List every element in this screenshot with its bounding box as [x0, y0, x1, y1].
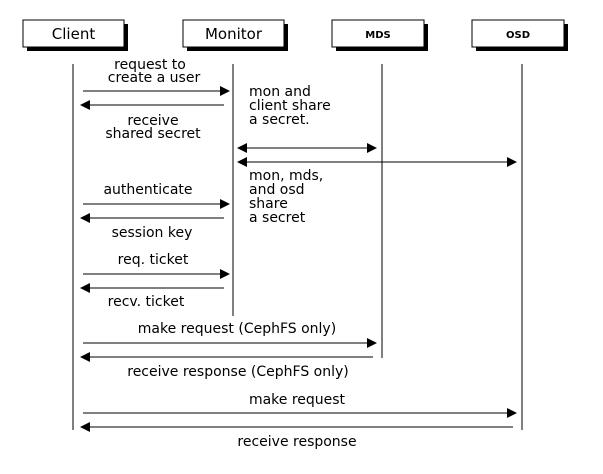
actor-client-label: Client: [52, 25, 96, 43]
msg-monitor-osd-arrowhead-right: [507, 157, 517, 167]
msg-receive-shared-secret-line1: receive: [127, 113, 178, 129]
actor-osd: OSD: [471, 19, 568, 51]
msg-make-request-label: make request: [249, 392, 346, 408]
note-mon-mds-osd-share-line2: and osd: [249, 182, 305, 198]
msg-receive-response-cephfs-label: receive response (CephFS only): [127, 364, 348, 380]
msg-req-ticket-label: req. ticket: [118, 252, 189, 268]
msg-authenticate: authenticate: [83, 182, 230, 209]
msg-make-request: make request: [83, 392, 517, 418]
msg-receive-response-label: receive response: [237, 434, 356, 450]
msg-make-request-cephfs-arrowhead: [367, 338, 377, 348]
msg-request-create-user-line2: create a user: [108, 70, 201, 86]
note-mon-client-share-line1: mon and: [249, 84, 311, 100]
msg-session-key-label: session key: [112, 225, 193, 241]
msg-authenticate-arrowhead: [220, 199, 230, 209]
msg-request-create-user-line1: request to: [114, 57, 186, 73]
msg-monitor-osd-arrowhead-left: [237, 157, 247, 167]
actor-monitor-label: Monitor: [205, 25, 263, 43]
msg-session-key-arrowhead: [80, 213, 90, 223]
actor-monitor: Monitor: [182, 19, 288, 51]
msg-monitor-mds-arrowhead-left: [237, 143, 247, 153]
note-mon-mds-osd-share-line3: share: [249, 196, 288, 212]
msg-receive-response-arrowhead: [80, 422, 90, 432]
msg-make-request-cephfs: make request (CephFS only): [83, 321, 377, 348]
msg-make-request-cephfs-label: make request (CephFS only): [138, 321, 336, 337]
msg-receive-response: receive response: [80, 422, 513, 450]
note-mon-mds-osd-share: mon, mds, and osd share a secret: [249, 168, 323, 226]
msg-recv-ticket: recv. ticket: [80, 283, 224, 310]
msg-req-ticket: req. ticket: [83, 252, 230, 279]
msg-receive-shared-secret: receive shared secret: [80, 100, 224, 142]
msg-authenticate-label: authenticate: [103, 182, 192, 198]
note-mon-client-share-line3: a secret.: [249, 112, 310, 128]
note-mon-client-share: mon and client share a secret.: [249, 84, 331, 128]
msg-monitor-osd-share: [237, 157, 517, 167]
msg-receive-shared-secret-arrowhead: [80, 100, 90, 110]
msg-monitor-mds-arrowhead-right: [367, 143, 377, 153]
note-mon-mds-osd-share-line4: a secret: [249, 210, 306, 226]
msg-receive-response-cephfs-arrowhead: [80, 352, 90, 362]
msg-request-create-user-arrowhead: [220, 86, 230, 96]
msg-monitor-mds-share: [237, 143, 377, 153]
msg-session-key: session key: [80, 213, 224, 241]
msg-recv-ticket-arrowhead: [80, 283, 90, 293]
actor-mds: MDS: [331, 19, 428, 51]
actor-mds-label: MDS: [365, 30, 390, 41]
msg-receive-response-cephfs: receive response (CephFS only): [80, 352, 373, 380]
msg-receive-shared-secret-line2: shared secret: [105, 126, 201, 142]
msg-req-ticket-arrowhead: [220, 269, 230, 279]
actor-client: Client: [22, 19, 128, 51]
msg-recv-ticket-label: recv. ticket: [108, 294, 185, 310]
msg-request-create-user: request to create a user: [83, 57, 230, 96]
actor-osd-label: OSD: [506, 30, 530, 41]
note-mon-client-share-line2: client share: [249, 98, 331, 114]
msg-make-request-arrowhead: [507, 408, 517, 418]
note-mon-mds-osd-share-line1: mon, mds,: [249, 168, 323, 184]
